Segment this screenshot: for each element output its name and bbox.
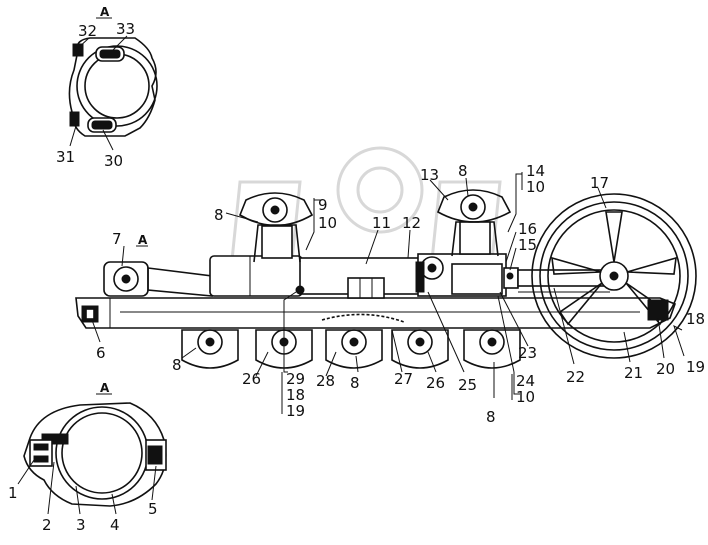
callout-10-left: 10 [318, 214, 337, 232]
callout-14: 14 [526, 162, 545, 180]
section-label-bottom: A [100, 381, 110, 395]
callout-16: 16 [518, 220, 537, 238]
callout-32: 32 [78, 22, 97, 40]
callout-13: 13 [420, 166, 439, 184]
section-label-main: A [138, 233, 148, 247]
callout-18-right: 18 [686, 310, 705, 328]
callout-6: 6 [96, 344, 106, 362]
callout-22: 22 [566, 368, 585, 386]
callout-8-bottom-mid: 8 [350, 374, 360, 392]
callout-19-bottom: 19 [286, 402, 305, 420]
carrier-roller-right [436, 189, 512, 257]
callout-33: 33 [116, 20, 135, 38]
callout-20: 20 [656, 360, 675, 378]
callout-11: 11 [372, 214, 391, 232]
callout-7: 7 [112, 230, 122, 248]
callout-8-bottom-left: 8 [172, 356, 182, 374]
callout-5: 5 [148, 500, 158, 518]
callout-21: 21 [624, 364, 643, 382]
callout-8-bottom-right: 8 [486, 408, 496, 426]
callout-31: 31 [56, 148, 75, 166]
callout-26-right: 26 [426, 374, 445, 392]
callout-28: 28 [316, 372, 335, 390]
callout-12: 12 [402, 214, 421, 232]
callout-8-top-right: 8 [458, 162, 468, 180]
callout-1: 1 [8, 484, 18, 502]
callout-2: 2 [42, 516, 52, 534]
callout-23: 23 [518, 344, 537, 362]
callout-29: 29 [286, 370, 305, 388]
callout-9: 9 [318, 196, 328, 214]
callout-10-bottom: 10 [516, 388, 535, 406]
track-frame-main-view: A 7 6 8 9 10 11 12 13 8 14 10 16 15 17 1… [75, 162, 705, 426]
callout-19-right: 19 [686, 358, 705, 376]
callout-24: 24 [516, 372, 535, 390]
track-rollers [181, 313, 521, 369]
callout-10-right: 10 [526, 178, 545, 196]
callout-8-top-left: 8 [214, 206, 224, 224]
carrier-roller-left [239, 192, 314, 263]
section-label-top: A [100, 5, 110, 19]
callout-18-bottom: 18 [286, 386, 305, 404]
detail-view-bottom: A 1 2 3 4 5 [8, 381, 167, 534]
callout-15: 15 [518, 236, 537, 254]
idler-wheel [531, 193, 697, 359]
callout-17: 17 [590, 174, 609, 192]
detail-view-top: A 32 33 31 30 [56, 5, 158, 170]
callout-25: 25 [458, 376, 477, 394]
callout-27: 27 [394, 370, 413, 388]
callout-30: 30 [104, 152, 123, 170]
callout-3: 3 [76, 516, 86, 534]
callout-4: 4 [110, 516, 120, 534]
callout-26-left: 26 [242, 370, 261, 388]
